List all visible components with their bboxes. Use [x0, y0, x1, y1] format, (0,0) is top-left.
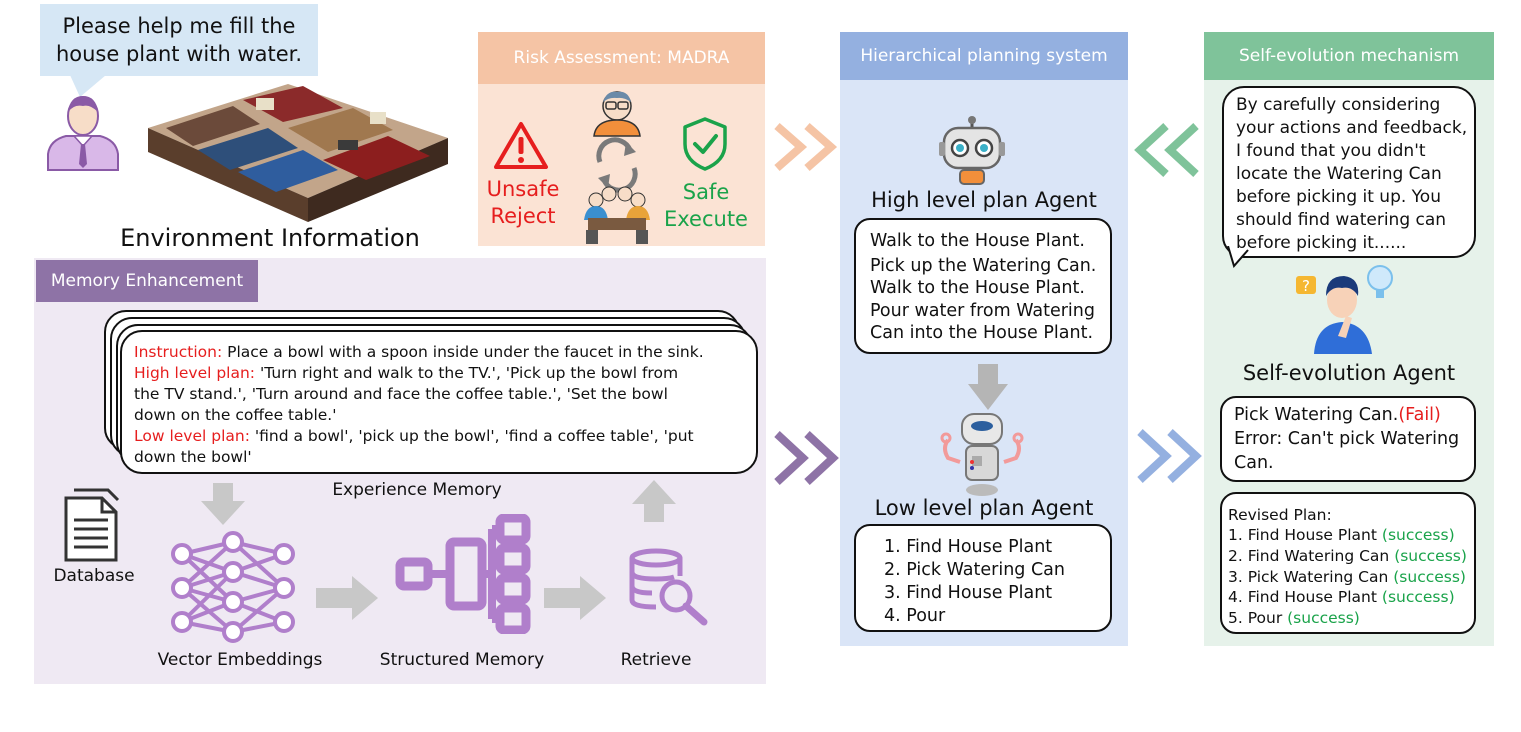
self-evolution-agent-label: Self-evolution Agent: [1242, 361, 1456, 385]
feedback-line: before picking it up. You: [1236, 187, 1441, 207]
vector-embeddings-network-icon: [171, 531, 295, 643]
user-avatar-icon: [47, 96, 119, 171]
revised-step-text: 3. Pick Watering Can: [1228, 568, 1394, 586]
low-plan-step: 1. Find House Plant: [884, 537, 1053, 557]
high-level-plan-box: [854, 218, 1112, 354]
feedback-speech-box: [1222, 86, 1476, 258]
revised-plan-step: 5. Pour (success): [1228, 609, 1360, 627]
feedback-bubble-tail: [1227, 246, 1249, 268]
database-label: Database: [53, 566, 135, 586]
speech-bubble: [40, 4, 318, 76]
structured-memory-label: Structured Memory: [379, 650, 545, 670]
user-request-line-2: house plant with water.: [55, 42, 303, 66]
low-plan-step: 3. Find House Plant: [884, 583, 1053, 603]
safe-shield-check-icon: [683, 117, 727, 171]
low-plan-step: 4. Pour: [884, 606, 946, 626]
error-action-line: Pick Watering Can.(Fail): [1234, 405, 1441, 425]
low-level-plan-box: [854, 524, 1112, 632]
memory-high-plan-line-2: the TV stand.', 'Turn around and face th…: [134, 385, 668, 403]
low-level-agent-label: Low level plan Agent: [874, 496, 1094, 520]
success-label: (success): [1381, 526, 1455, 544]
reject-label: Reject: [490, 204, 556, 228]
memory-low-plan-line-1: Low level plan: 'find a bowl', 'pick up …: [134, 426, 694, 447]
chevrons-right-icon: [774, 122, 838, 172]
error-action-text: Pick Watering Can.: [1234, 405, 1399, 425]
high-plan-step: Pour water from Watering: [870, 301, 1095, 321]
feedback-line: I found that you didn't: [1236, 141, 1426, 161]
memory-high-plan-line-1: High level plan: 'Turn right and walk to…: [134, 363, 678, 384]
error-message-line: Error: Can't pick Watering: [1234, 429, 1460, 449]
high-level-plan-label: High level plan:: [134, 364, 256, 382]
feedback-line: before picking it......: [1236, 233, 1407, 253]
feedback-line: your actions and feedback,: [1236, 118, 1468, 138]
success-label: (success): [1393, 568, 1466, 586]
high-plan-step: Pick up the Watering Can.: [870, 256, 1097, 276]
risk-assessment-header: Risk Assessment: MADRA: [478, 32, 765, 84]
execute-label: Execute: [664, 207, 748, 231]
svg-text:?: ?: [1302, 277, 1310, 295]
retrieve-database-search-icon: [629, 548, 708, 626]
high-level-agent-label: High level plan Agent: [871, 188, 1097, 212]
revised-plan-box: [1220, 492, 1476, 634]
success-label: (success): [1381, 588, 1455, 606]
high-plan-step: Can into the House Plant.: [870, 323, 1094, 343]
revised-plan-step: 4. Find House Plant (success): [1228, 588, 1455, 606]
experience-memory-label: Experience Memory: [332, 480, 502, 500]
memory-low-plan-line-2: down the bowl': [134, 448, 252, 466]
up-arrow-icon: [632, 480, 676, 522]
error-feedback-box: [1220, 396, 1476, 482]
low-level-robot-icon: [940, 413, 1024, 496]
chevrons-left-icon: [1134, 123, 1199, 177]
hierarchical-planning-header: Hierarchical planning system: [840, 32, 1128, 80]
database-document-icon: [64, 488, 120, 562]
error-message-line: Can.: [1234, 453, 1274, 473]
right-arrow-icon: [544, 576, 606, 620]
warning-triangle-icon: [494, 122, 548, 169]
multi-agent-debate-icon: [584, 91, 650, 244]
revised-step-text: 1. Find House Plant: [1228, 526, 1382, 544]
revised-plan-step: 3. Pick Watering Can (success): [1228, 568, 1466, 586]
self-evolution-header: Self-evolution mechanism: [1204, 32, 1494, 80]
revised-plan-step: 2. Find Watering Can (success): [1228, 547, 1467, 565]
feedback-line: locate the Watering Can: [1236, 164, 1442, 184]
structured-memory-tree-icon: [395, 514, 531, 634]
safe-label: Safe: [682, 180, 730, 204]
high-plan-step: Walk to the House Plant.: [870, 231, 1085, 251]
experience-memory-card: [120, 330, 758, 474]
memory-instruction-line: Instruction: Place a bowl with a spoon i…: [134, 342, 704, 363]
memory-high-plan-line-3: down on the coffee table.': [134, 406, 337, 424]
low-plan-step: 2. Pick Watering Can: [884, 560, 1065, 580]
high-level-robot-icon: [939, 116, 1005, 185]
fail-label: (Fail): [1398, 405, 1441, 425]
unsafe-label: Unsafe: [486, 177, 560, 201]
revised-step-text: 4. Find House Plant: [1228, 588, 1382, 606]
right-arrow-icon: [316, 576, 378, 620]
success-label: (success): [1287, 609, 1360, 627]
speech-bubble-tail: [70, 75, 106, 97]
user-request-line-1: Please help me fill the: [62, 14, 296, 38]
environment-label: Environment Information: [120, 224, 420, 252]
feedback-line: should find watering can: [1236, 210, 1447, 230]
low-level-plan-text-1: 'find a bowl', 'pick up the bowl', 'find…: [249, 427, 694, 445]
high-plan-step: Walk to the House Plant.: [870, 278, 1085, 298]
instruction-text: Place a bowl with a spoon inside under t…: [222, 343, 704, 361]
revised-plan-step: 1. Find House Plant (success): [1228, 526, 1455, 544]
low-level-plan-label: Low level plan:: [134, 427, 250, 445]
retrieve-label: Retrieve: [620, 650, 692, 670]
revised-step-text: 2. Find Watering Can: [1228, 547, 1395, 565]
down-arrow-icon: [968, 364, 1008, 410]
revised-plan-title: Revised Plan:: [1228, 506, 1332, 524]
feedback-line: By carefully considering: [1236, 95, 1441, 115]
high-level-plan-text-1: 'Turn right and walk to the TV.', 'Pick …: [255, 364, 679, 382]
revised-step-text: 5. Pour: [1228, 609, 1288, 627]
chevrons-right-icon: [774, 431, 839, 485]
memory-enhancement-header: Memory Enhancement: [36, 260, 258, 302]
instruction-label: Instruction:: [134, 343, 223, 361]
chevrons-right-icon: [1137, 429, 1202, 483]
vector-embeddings-label: Vector Embeddings: [157, 650, 323, 670]
thinking-person-icon: ?: [1296, 265, 1393, 354]
house-3d-image: [148, 84, 448, 222]
success-label: (success): [1394, 547, 1467, 565]
down-arrow-icon: [201, 483, 245, 525]
